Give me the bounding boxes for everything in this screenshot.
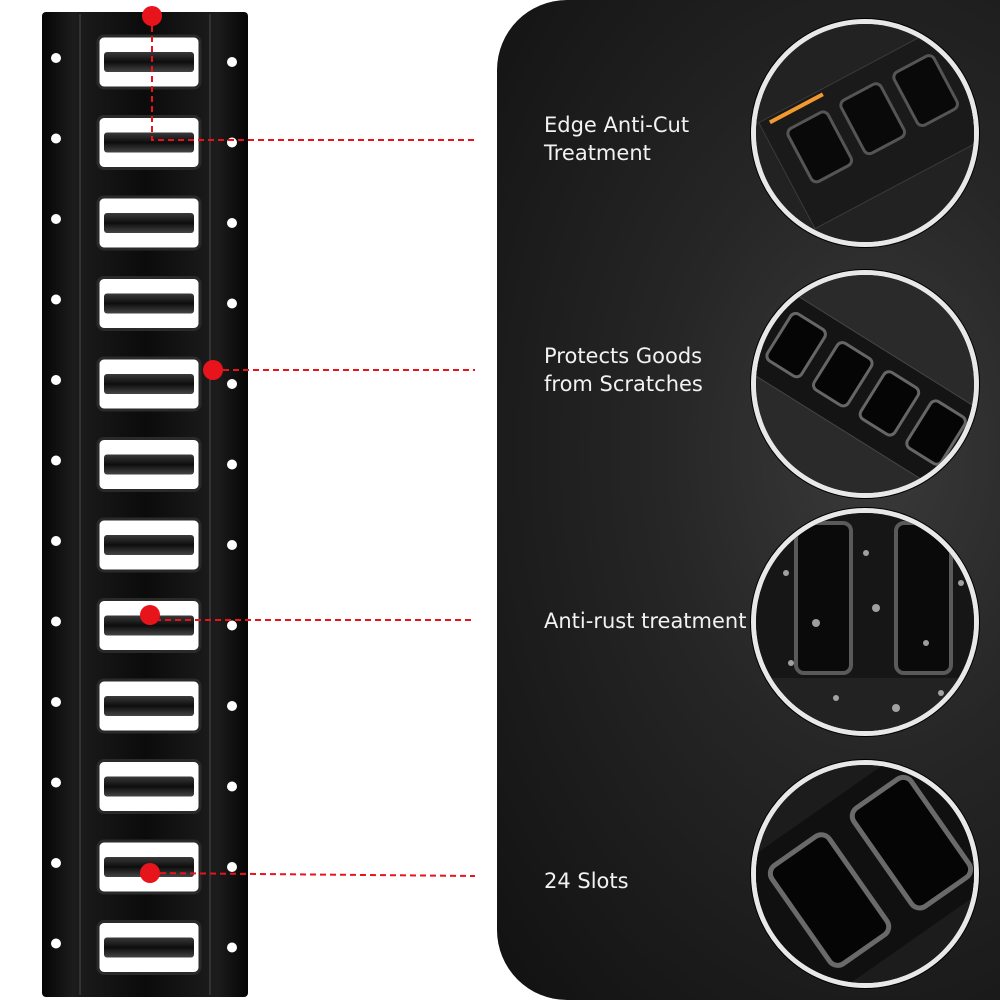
mounting-hole (227, 862, 237, 872)
rail-slot-crossbar (104, 937, 194, 958)
feature-label-edge-anti-cut: Edge Anti-Cut Treatment (544, 113, 690, 165)
mounting-hole (51, 777, 61, 788)
mounting-hole (227, 379, 237, 389)
rail-slot-crossbar (104, 696, 194, 716)
rail-slot-crossbar (104, 535, 194, 555)
rail-slot-crossbar (104, 615, 194, 636)
feature-label-slots: 24 Slots (544, 869, 629, 893)
rail-body (42, 12, 248, 997)
etrack-rail-image (42, 6, 476, 997)
mounting-hole (51, 133, 61, 144)
callout-connector (149, 872, 476, 877)
edge-cut-closeup-icon (751, 19, 979, 247)
callout-connector (151, 16, 475, 141)
mounting-hole (227, 218, 237, 228)
rail-slot-crossbar (104, 454, 194, 475)
mounting-hole (227, 620, 237, 631)
mounting-hole (227, 781, 237, 792)
rail-slot-crossbar (104, 213, 194, 233)
callout-marker-dot (140, 605, 160, 625)
mounting-hole (227, 57, 237, 67)
mounting-hole (51, 536, 61, 546)
rail-slot-crossbar (104, 776, 194, 797)
mounting-hole (227, 942, 237, 953)
mounting-hole (51, 375, 61, 385)
rail-slot-crossbar (104, 293, 194, 314)
rail-slot-crossbar (104, 52, 194, 72)
mounting-hole (51, 214, 61, 224)
rail-slot-crossbar (104, 132, 194, 153)
rail-slot-crossbar (104, 374, 194, 394)
mounting-hole (227, 701, 237, 711)
mounting-hole (51, 53, 61, 63)
feature-label-anti-rust: Anti-rust treatment (544, 609, 747, 633)
water-droplets-closeup-icon (751, 508, 979, 736)
callout-marker-dot (142, 6, 162, 26)
mounting-hole (227, 298, 237, 309)
mounting-hole (51, 697, 61, 707)
mounting-hole (51, 455, 61, 466)
mounting-hole (51, 294, 61, 305)
rail-slots-closeup-icon (751, 270, 979, 498)
mounting-hole (227, 540, 237, 550)
mounting-hole (51, 938, 61, 949)
slot-closeup-icon (751, 760, 979, 988)
callout-marker-dot (140, 863, 160, 883)
callout-marker-dot (203, 360, 223, 380)
mounting-hole (227, 459, 237, 470)
feature-label-protects-goods: Protects Goods from Scratches (544, 344, 703, 396)
mounting-hole (51, 616, 61, 627)
mounting-hole (51, 858, 61, 868)
